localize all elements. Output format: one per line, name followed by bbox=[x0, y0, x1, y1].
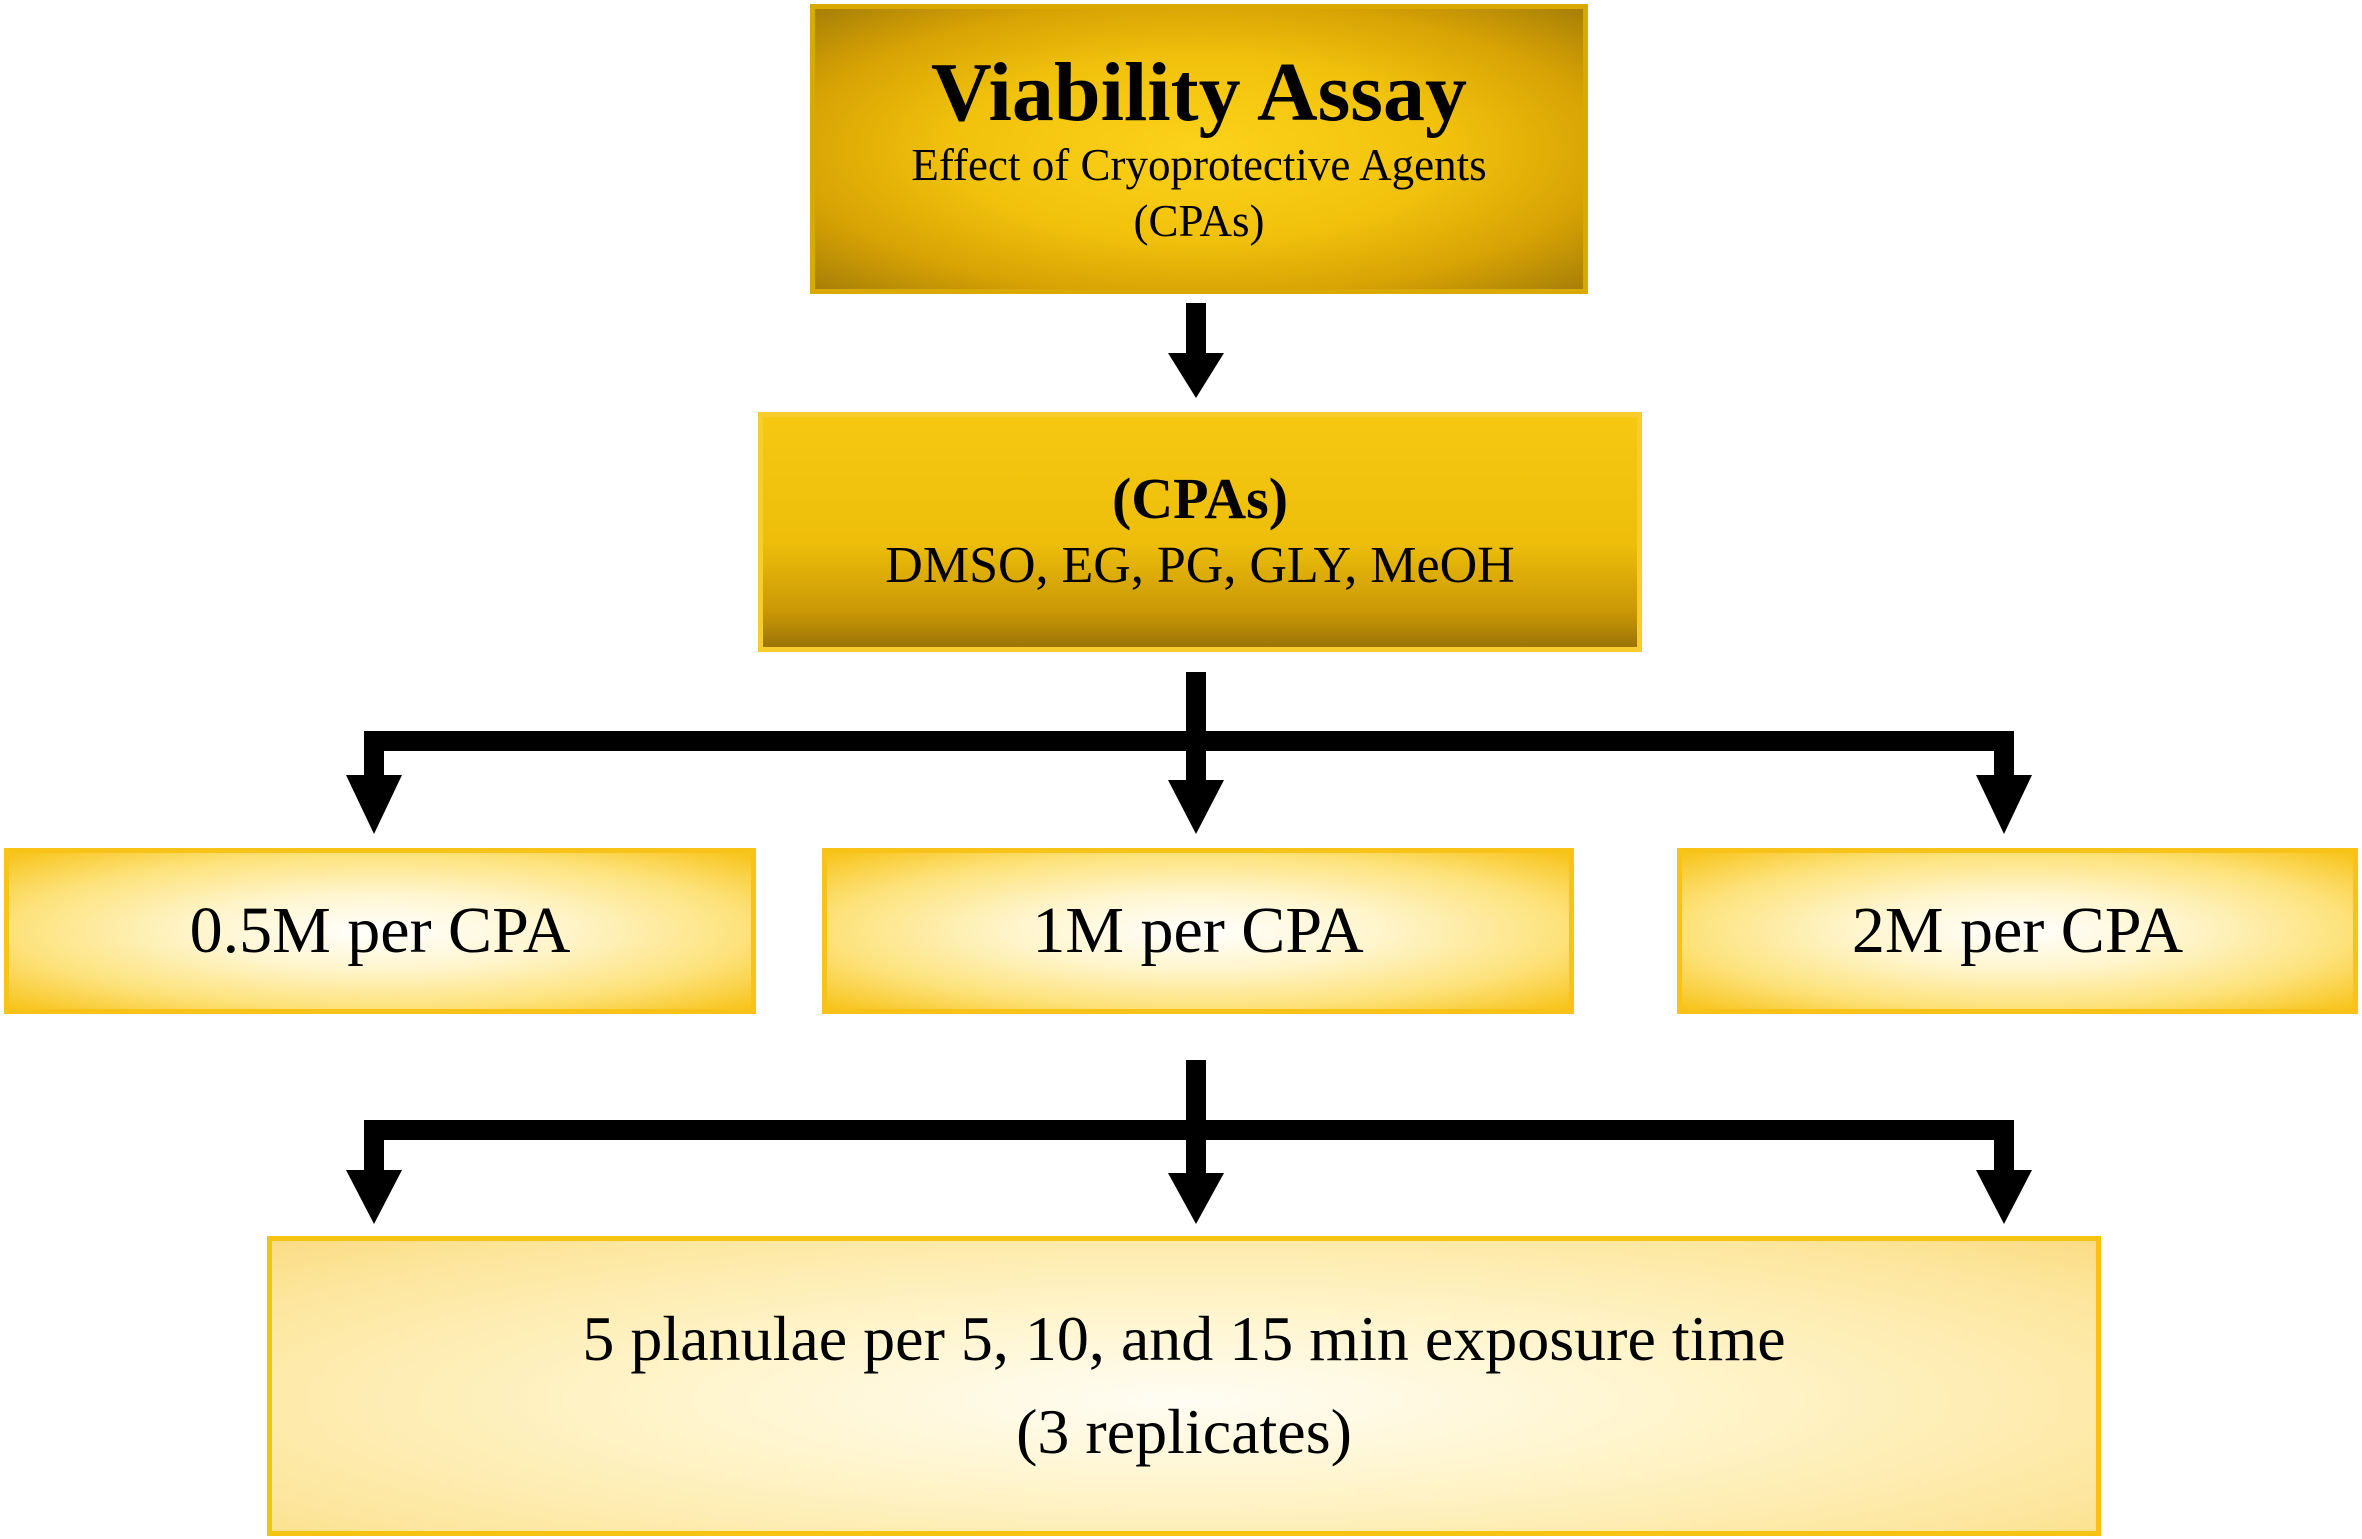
branch-bar-conc bbox=[364, 1120, 2014, 1140]
concentration-label: 2M per CPA bbox=[1851, 893, 2184, 967]
arrow-head-to-c2 bbox=[1168, 780, 1224, 834]
arrow-head-to-bottom-right bbox=[1976, 1170, 2032, 1224]
viability-assay-box: Viability Assay Effect of Cryoprotective… bbox=[810, 4, 1588, 294]
concentration-label: 0.5M per CPA bbox=[189, 893, 571, 967]
cpa-heading: (CPAs) bbox=[1111, 466, 1289, 532]
concentration-box-0-5m: 0.5M per CPA bbox=[4, 848, 756, 1014]
branch-bar-cpas bbox=[364, 731, 2014, 751]
branch-drop-right-1 bbox=[1994, 731, 2014, 777]
exposure-box: 5 planulae per 5, 10, and 15 min exposur… bbox=[267, 1236, 2101, 1536]
arrow-head-to-bottom-left bbox=[346, 1170, 402, 1224]
arrow-head-to-bottom-center bbox=[1168, 1173, 1224, 1224]
branch-stem-conc bbox=[1186, 1060, 1206, 1175]
arrow-head-to-c3 bbox=[1976, 775, 2032, 834]
arrow-shaft-main-to-cpas bbox=[1186, 303, 1206, 355]
branch-drop-left-2 bbox=[364, 1120, 384, 1172]
viability-assay-subtitle-line1: Effect of Cryoprotective Agents bbox=[911, 139, 1487, 190]
concentration-box-2m: 2M per CPA bbox=[1677, 848, 2358, 1014]
concentration-label: 1M per CPA bbox=[1032, 893, 1364, 967]
exposure-text-line1: 5 planulae per 5, 10, and 15 min exposur… bbox=[582, 1303, 1786, 1375]
cpa-list-box: (CPAs) DMSO, EG, PG, GLY, MeOH bbox=[758, 412, 1642, 652]
viability-assay-title: Viability Assay bbox=[931, 45, 1467, 139]
viability-assay-subtitle-line2: (CPAs) bbox=[1133, 196, 1265, 247]
arrow-head-to-c1 bbox=[346, 775, 402, 834]
arrow-head-main-to-cpas bbox=[1168, 353, 1224, 398]
concentration-box-1m: 1M per CPA bbox=[822, 848, 1574, 1014]
cpa-agents: DMSO, EG, PG, GLY, MeOH bbox=[885, 536, 1515, 594]
branch-stem-cpas bbox=[1186, 672, 1206, 782]
branch-drop-left-1 bbox=[364, 731, 384, 777]
branch-drop-right-2 bbox=[1994, 1120, 2014, 1172]
exposure-text-line2: (3 replicates) bbox=[1016, 1396, 1352, 1467]
